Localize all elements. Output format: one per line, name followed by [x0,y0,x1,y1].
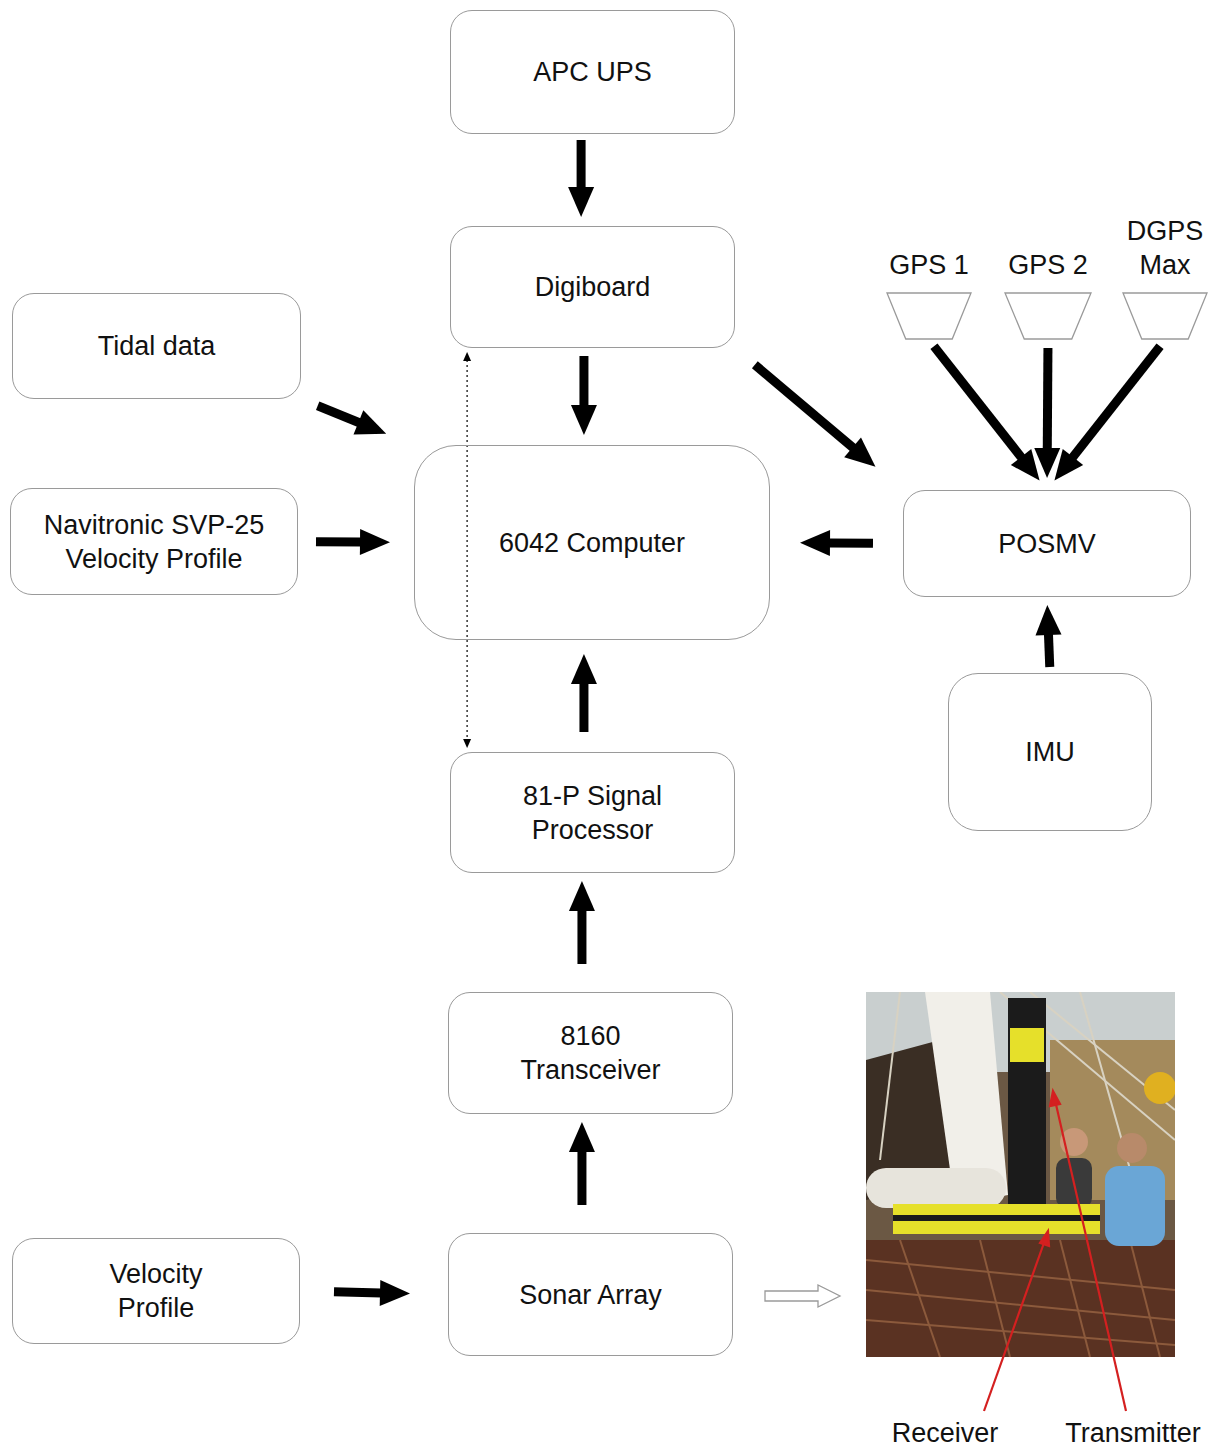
arrow-shaft [755,365,854,448]
arrowhead [571,405,597,435]
arrow-shaft [1043,348,1053,449]
leader-line [1055,1100,1126,1411]
flow-arrow [569,881,595,964]
arrow-shaft [1048,634,1049,667]
arrow-shaft [579,683,588,732]
node-label: Navitronic SVP-25 Velocity Profile [22,508,286,576]
leader-head [1040,1231,1049,1246]
antenna-node: GPS 1 [886,248,972,340]
node-label: 8160 Transceiver [506,1019,676,1087]
photo-buoy [1144,1072,1175,1104]
flow-arrow [1036,605,1062,667]
antenna-node: GPS 2 [1004,248,1092,340]
arrow-shaft [318,406,360,423]
transmitter-pole [1008,998,1046,1210]
node-label: 81-P Signal Processor [462,779,723,847]
sonar-photo [866,992,1175,1357]
flow-arrow [334,1280,410,1306]
leader-head [1050,1091,1060,1106]
process-box: 6042 Computer [414,445,770,640]
arrow-shaft [577,1151,586,1205]
photo-net [866,1240,1175,1357]
arrow-shaft [934,346,1022,457]
antenna-trapezoid [887,293,971,339]
part-label: Transmitter [1065,1416,1201,1450]
arrow-shaft [577,140,586,188]
arrow-shaft [829,538,873,547]
node-label: Velocity Profile [76,1257,236,1325]
antenna-trapezoid [1005,293,1091,339]
flow-arrow [571,654,597,732]
arrowhead [800,530,830,556]
arrow-shaft [579,356,588,406]
arrow-shaft [467,360,468,740]
node-label: POSMV [998,527,1096,561]
antenna-shape [886,292,972,340]
arrowhead [844,437,875,466]
node-label: Tidal data [98,329,216,363]
flow-arrow [571,356,597,435]
photo-person-head [1117,1133,1147,1163]
arrowhead [1036,605,1062,635]
photo-ground [866,992,1175,1357]
antenna-shape [1122,292,1208,340]
flow-arrow [1054,346,1160,480]
process-box: Tidal data [12,293,301,399]
arrowhead [360,529,390,555]
node-label: IMU [1025,735,1075,769]
hollow-arrow [765,1285,840,1307]
node-label: GPS 1 [889,248,969,282]
node-label: DGPS Max [1122,214,1208,282]
antenna-trapezoid [1123,293,1207,339]
flow-arrow [568,140,594,217]
node-label: 6042 Computer [499,526,685,560]
arrowhead [1054,449,1083,481]
process-box: Navitronic SVP-25 Velocity Profile [10,488,298,595]
process-box: 81-P Signal Processor [450,752,735,873]
receiver-bar [893,1204,1100,1234]
arrowhead [568,187,594,217]
part-label: Receiver [892,1416,999,1450]
process-box: Digiboard [450,226,735,348]
flow-arrow [755,365,876,467]
receiver-stripe [893,1215,1100,1221]
arrow-shaft [334,1292,381,1293]
flow-arrow [800,530,873,556]
antenna-shape [1004,292,1092,340]
photo-cylinder [866,1168,1006,1208]
arrowhead [380,1280,410,1306]
process-box: Sonar Array [448,1233,733,1356]
arrowhead [569,1122,595,1152]
arrowhead [569,881,595,911]
process-box: Velocity Profile [12,1238,300,1344]
arrow-shaft [316,537,361,546]
arrow-shaft [1072,346,1160,457]
leader-lines [984,1091,1126,1411]
flow-arrow [1034,348,1060,478]
transmitter-cap [1010,1028,1044,1062]
node-label: GPS 2 [1008,248,1088,282]
flow-arrow [569,1122,595,1205]
leader-line [984,1240,1045,1411]
flow-arrow [934,346,1040,480]
flow-arrow [318,406,387,435]
node-label: Sonar Array [519,1278,662,1312]
process-box: 8160 Transceiver [448,992,733,1114]
arrowhead [463,352,471,361]
node-label: Digiboard [535,270,651,304]
process-box: IMU [948,673,1152,831]
process-box: APC UPS [450,10,735,134]
antenna-node: DGPS Max [1122,214,1208,340]
photo-person-shirt [1105,1166,1165,1246]
process-box: POSMV [903,490,1191,597]
flow-arrow [463,352,471,748]
node-label: APC UPS [533,55,652,89]
arrowhead [354,410,387,434]
arrow-shaft [577,910,586,964]
arrowhead [1011,449,1040,481]
photo-net-lines [866,1240,1175,1357]
flow-arrow [316,529,390,555]
arrowhead [571,654,597,684]
arrowhead [463,739,471,748]
